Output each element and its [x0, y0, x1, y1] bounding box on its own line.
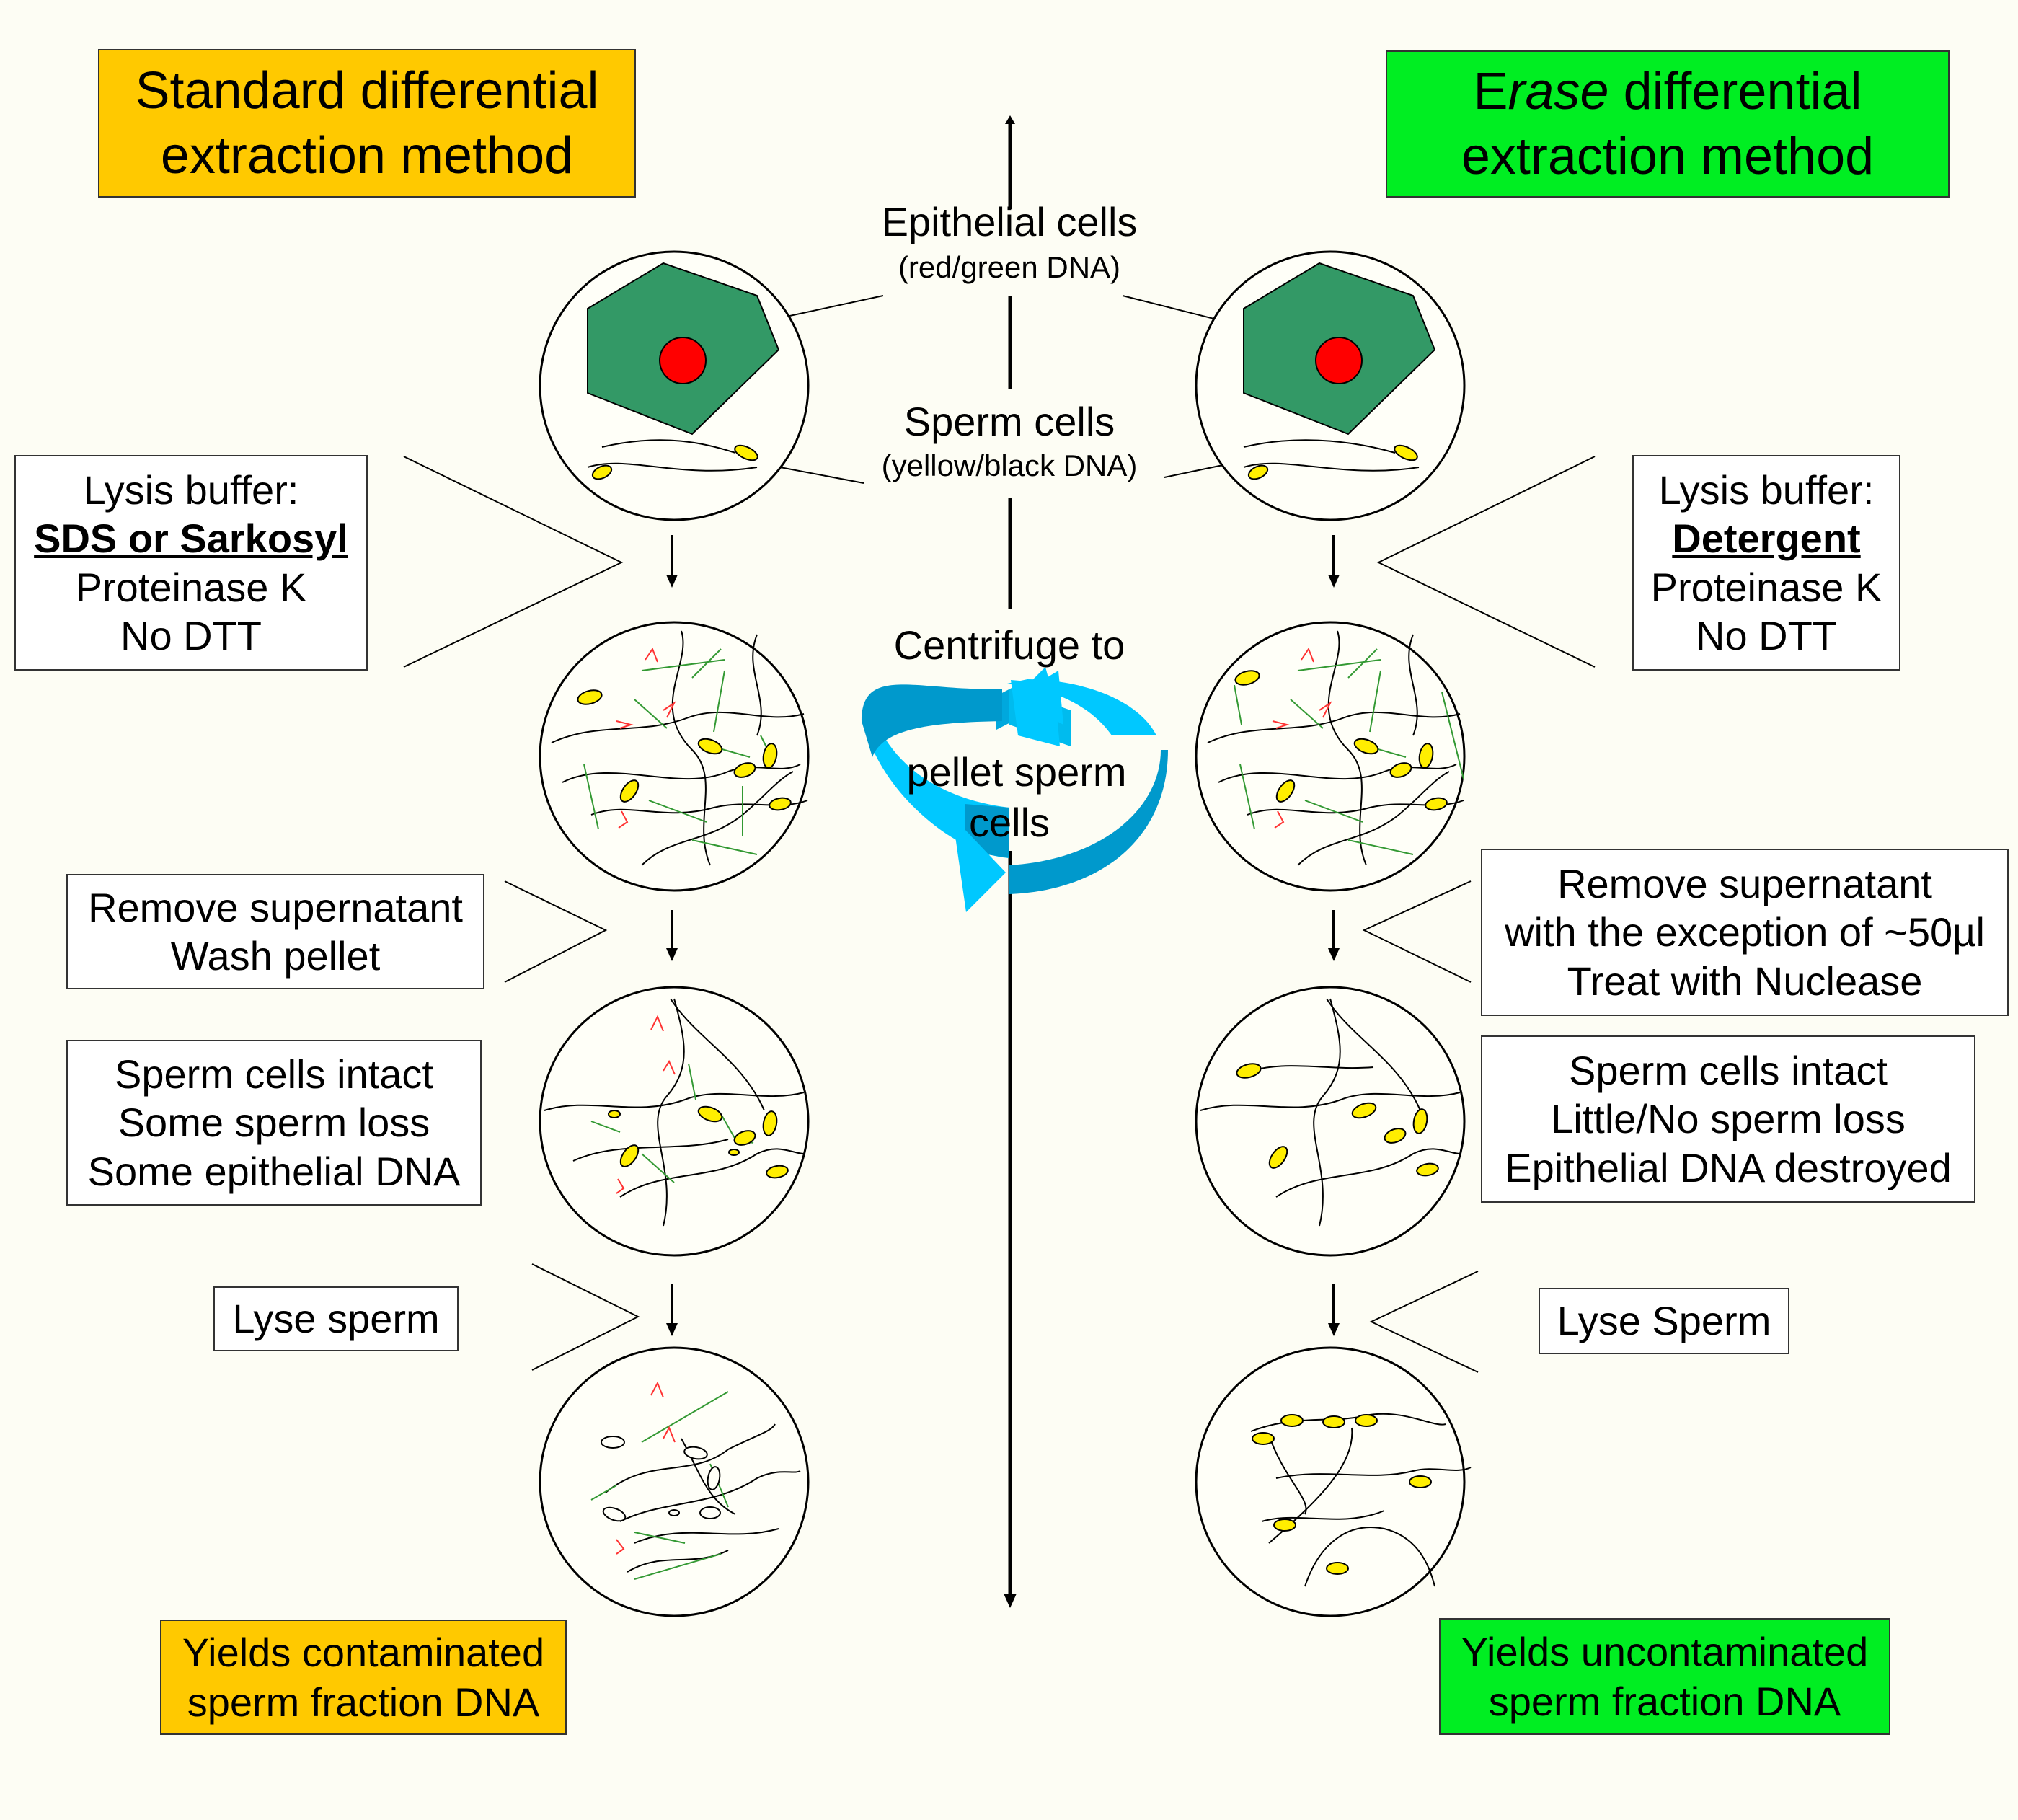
erase-method-title: Erase differential extraction method — [1386, 50, 1950, 198]
center-axis — [1004, 115, 1017, 1608]
centrifuge-label-line2: pellet sperm — [906, 749, 1127, 795]
centrifuge-label-line3: cells — [968, 800, 1050, 845]
left-lyse-sperm-box: Lyse sperm — [213, 1286, 459, 1351]
epithelial-cells-sublabel: (red/green DNA) — [898, 250, 1121, 284]
lysed-right — [1250, 1413, 1472, 1587]
epithelial-cells-label: Epithelial cells — [881, 199, 1138, 244]
left-result-box: Yields contaminated sperm fraction DNA — [160, 1620, 567, 1735]
standard-method-title: Standard differential extraction method — [98, 49, 636, 198]
left-remove-supernatant-box: Remove supernatant Wash pellet — [66, 874, 484, 989]
centrifuge-arrow-icon — [862, 667, 1168, 912]
right-status-box: Sperm cells intact Little/No sperm loss … — [1481, 1035, 1975, 1203]
sperm-cells-row1 — [587, 439, 1420, 472]
right-remove-supernatant-box: Remove supernatant with the exception of… — [1481, 849, 2009, 1016]
right-result-box: Yields uncontaminated sperm fraction DNA — [1439, 1618, 1890, 1735]
sperm-cells-label: Sperm cells — [903, 399, 1115, 444]
epithelial-cell-left — [587, 262, 780, 436]
right-lyse-sperm-box: Lyse Sperm — [1539, 1288, 1789, 1354]
pellet-left — [544, 998, 805, 1227]
lysate-right — [1207, 630, 1464, 866]
centrifuge-label-line1: Centrifuge to — [893, 622, 1125, 668]
step-arrows — [666, 535, 1340, 1336]
left-status-box: Sperm cells intact Some sperm loss Some … — [66, 1040, 482, 1206]
right-lysis-buffer-box: Lysis buffer: Detergent Proteinase K No … — [1632, 455, 1900, 671]
left-lysis-buffer-box: Lysis buffer: SDS or Sarkosyl Proteinase… — [14, 455, 368, 671]
pellet-right — [1200, 998, 1461, 1227]
epithelial-cell-right — [1243, 262, 1436, 436]
chevrons — [403, 456, 1596, 1373]
lysed-left — [590, 1381, 801, 1580]
lysate-left — [551, 630, 808, 866]
sperm-cells-sublabel: (yellow/black DNA) — [881, 449, 1138, 482]
